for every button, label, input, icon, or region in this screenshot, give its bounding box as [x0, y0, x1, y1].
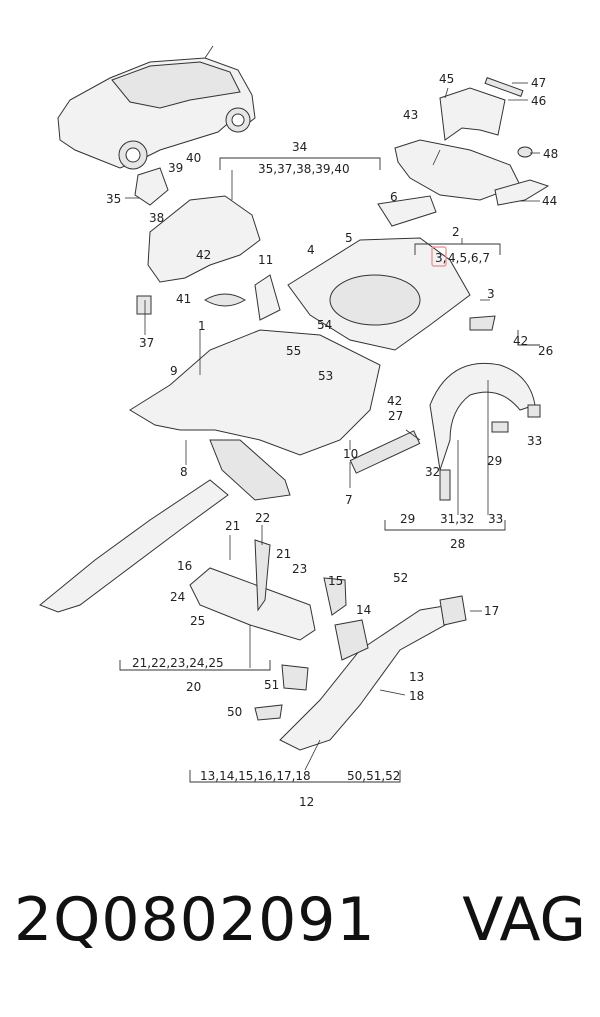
- callout-44: 44: [542, 194, 557, 208]
- callout-21a: 21: [225, 519, 240, 533]
- callout-55: 55: [286, 344, 301, 358]
- right-wheelhouse-assembly: [429, 362, 541, 501]
- callout-29b: 29: [400, 512, 415, 526]
- callout-38: 38: [149, 211, 164, 225]
- callout-52: 52: [393, 571, 408, 585]
- callout-37: 37: [139, 336, 154, 350]
- callout-20: 20: [186, 680, 201, 694]
- callout-27: 27: [388, 409, 403, 423]
- callout-33a: 33: [527, 434, 542, 448]
- cross-member-assembly: [189, 539, 316, 641]
- callout-32: 32: [425, 465, 440, 479]
- parts-diagram: 1 2 3 4 5 6 7 8 9 10 11 12 13 14 15 16 1…: [39, 45, 558, 809]
- callout-39: 39: [168, 161, 183, 175]
- callout-5: 5: [345, 231, 353, 245]
- callout-25: 25: [190, 614, 205, 628]
- leader-lines: [125, 82, 540, 771]
- callout-22: 22: [255, 511, 270, 525]
- callout-2: 2: [452, 225, 460, 239]
- callout-42c: 42: [513, 334, 528, 348]
- callout-labels: 1 2 3 4 5 6 7 8 9 10 11 12 13 14 15 16 1…: [106, 72, 558, 809]
- callout-34: 34: [292, 140, 307, 154]
- callout-23: 23: [292, 562, 307, 576]
- callout-47: 47: [531, 76, 546, 90]
- callout-31-32: 31,32: [440, 512, 474, 526]
- group-label-34: 35,37,38,39,40: [258, 162, 350, 176]
- callout-51: 51: [264, 678, 279, 692]
- callout-28: 28: [450, 537, 465, 551]
- callout-3: 3: [487, 287, 495, 301]
- callout-41: 41: [176, 292, 191, 306]
- callout-48: 48: [543, 147, 558, 161]
- callout-29a: 29: [487, 454, 502, 468]
- highlight-box: [431, 246, 447, 267]
- callout-35: 35: [106, 192, 121, 206]
- callout-10: 10: [343, 447, 358, 461]
- callout-1: 1: [198, 319, 206, 333]
- longitudinal-member-right: [254, 577, 467, 751]
- callout-46: 46: [531, 94, 546, 108]
- brand-caption: VAG: [462, 885, 586, 955]
- callout-26: 26: [538, 344, 553, 358]
- callout-6: 6: [390, 190, 398, 204]
- callout-42a: 42: [196, 248, 211, 262]
- callout-15: 15: [328, 574, 343, 588]
- longitudinal-member-left: [39, 479, 229, 613]
- callout-9: 9: [170, 364, 178, 378]
- callout-4: 4: [307, 243, 315, 257]
- part-number-caption: 2Q0802091: [14, 885, 376, 955]
- callout-50: 50: [227, 705, 242, 719]
- callout-43: 43: [403, 108, 418, 122]
- callout-18: 18: [409, 689, 424, 703]
- group-label-2-highlight: 3,: [435, 251, 446, 265]
- callout-53: 53: [318, 369, 333, 383]
- rear-floor-pan: [287, 195, 496, 351]
- callout-16: 16: [177, 559, 192, 573]
- main-floor-assembly: [129, 274, 421, 501]
- callout-54: 54: [317, 318, 332, 332]
- callout-7: 7: [345, 493, 353, 507]
- group-label-20: 21,22,23,24,25: [132, 656, 224, 670]
- car-illustration: [57, 45, 256, 170]
- callout-17: 17: [484, 604, 499, 618]
- callout-24: 24: [170, 590, 185, 604]
- callout-21b: 21: [276, 547, 291, 561]
- callout-14: 14: [356, 603, 371, 617]
- rear-panel-assembly: [394, 77, 550, 206]
- group-label-12a: 13,14,15,16,17,18: [200, 769, 311, 783]
- callout-45: 45: [439, 72, 454, 86]
- callout-8: 8: [180, 465, 188, 479]
- group-label-2-rest: 4,5,6,7: [448, 251, 490, 265]
- callout-33b: 33: [488, 512, 503, 526]
- callout-13: 13: [409, 670, 424, 684]
- callout-12: 12: [299, 795, 314, 809]
- left-wheelhouse-assembly: [134, 167, 261, 315]
- callout-42b: 42: [387, 394, 402, 408]
- callout-40: 40: [186, 151, 201, 165]
- callout-11: 11: [258, 253, 273, 267]
- group-label-12b: 50,51,52: [347, 769, 400, 783]
